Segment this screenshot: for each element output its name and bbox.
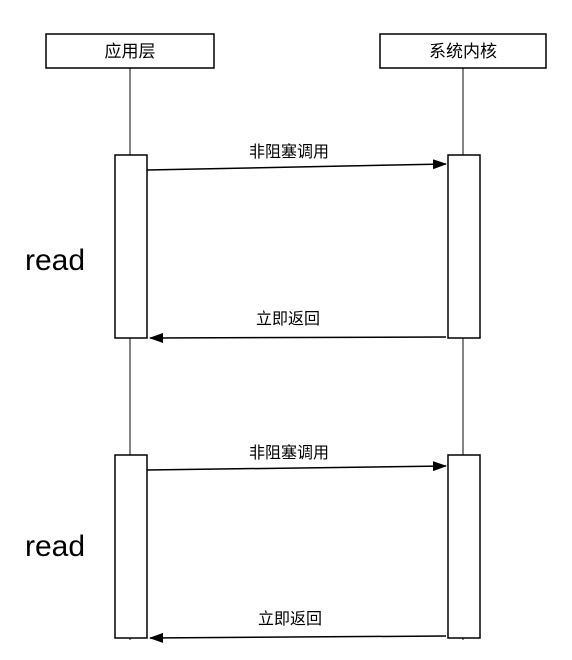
- kernel-activation-1: [447, 154, 481, 339]
- request-label-2: 非阻塞调用: [249, 443, 329, 462]
- response-arrow-2: [149, 632, 447, 643]
- read-label-1: read: [25, 244, 85, 277]
- app-participant-label: 应用层: [105, 42, 156, 62]
- response-label-2: 立即返回: [258, 609, 322, 628]
- request-label-1: 非阻塞调用: [249, 142, 329, 161]
- request-arrow-1: [146, 159, 447, 171]
- read-label-2: read: [25, 530, 85, 563]
- kernel-participant-label: 系统内核: [429, 42, 497, 62]
- response-label-1: 立即返回: [256, 309, 320, 328]
- kernel-activation-2: [447, 454, 481, 639]
- app-activation-1: [114, 154, 148, 339]
- response-arrow-1: [149, 332, 447, 343]
- app-participant: 应用层: [45, 33, 215, 69]
- kernel-participant: 系统内核: [379, 33, 547, 69]
- app-activation-2: [114, 454, 148, 639]
- request-arrow-2: [146, 461, 447, 472]
- call-2: 非阻塞调用 立即返回 read: [25, 443, 481, 643]
- call-1: 非阻塞调用 立即返回 read: [25, 142, 481, 343]
